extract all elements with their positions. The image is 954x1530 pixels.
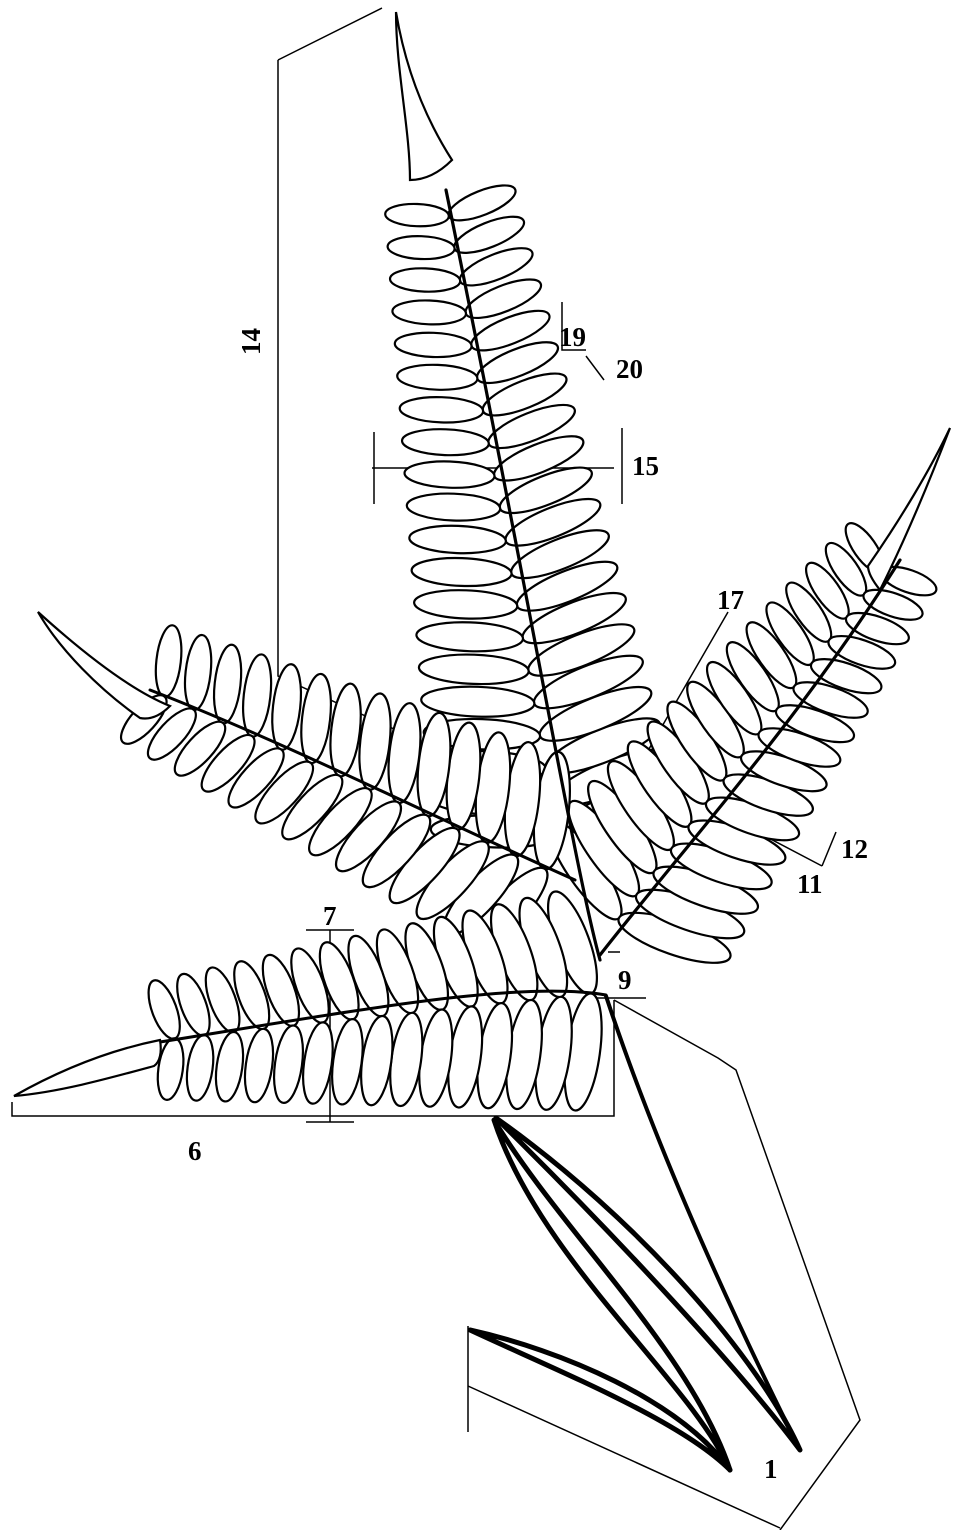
measure-line xyxy=(586,356,604,380)
central-right-leaflet xyxy=(406,492,500,522)
central-right-leaflet xyxy=(409,524,507,555)
label-19: 19 xyxy=(559,324,586,351)
bottom-lower-leaflet xyxy=(183,1033,217,1102)
measure-line xyxy=(278,8,382,60)
left-upper-leaflet xyxy=(268,663,305,751)
left-upper-leaflet xyxy=(181,634,214,712)
bottom-lower-leaflet xyxy=(212,1030,247,1103)
label-20: 20 xyxy=(616,356,643,383)
central-right-leaflet xyxy=(394,331,472,358)
pinnae-leaflets xyxy=(114,178,940,1112)
central-right-leaflet xyxy=(387,235,455,260)
central-right-leaflet xyxy=(411,556,512,587)
central-right-leaflet xyxy=(416,620,524,653)
central-right-leaflet xyxy=(418,653,529,686)
label-17: 17 xyxy=(717,587,744,614)
central-right-leaflet xyxy=(414,588,518,620)
measure-line xyxy=(468,1386,780,1528)
label-14: 14 xyxy=(238,328,265,355)
bottom-tip xyxy=(14,1040,161,1096)
label-9: 9 xyxy=(618,967,632,994)
central-right-leaflet xyxy=(402,428,490,457)
left-upper-leaflet xyxy=(152,624,184,698)
left-tip xyxy=(38,612,170,719)
measure-line xyxy=(822,832,836,866)
label-15: 15 xyxy=(632,453,659,480)
bottom-lower-leaflet xyxy=(241,1027,277,1104)
rachis-line xyxy=(606,996,800,1450)
central-right-leaflet xyxy=(404,460,495,489)
central-right-leaflet xyxy=(390,267,461,293)
right-tip xyxy=(868,428,950,590)
left-upper-leaflet xyxy=(297,672,335,764)
left-upper-leaflet xyxy=(239,653,275,738)
label-7: 7 xyxy=(323,903,337,930)
label-1: 1 xyxy=(764,1456,778,1483)
central-right-leaflet xyxy=(385,203,449,228)
label-6: 6 xyxy=(188,1138,202,1165)
bottom-lower-leaflet xyxy=(327,1017,367,1106)
label-12: 12 xyxy=(841,836,868,863)
bottom-lower-leaflet xyxy=(299,1020,338,1105)
bottom-lower-leaflet xyxy=(270,1024,307,1105)
central-right-leaflet xyxy=(399,396,483,424)
central-right-leaflet xyxy=(397,363,478,391)
label-11: 11 xyxy=(797,871,823,898)
central-tip xyxy=(396,12,452,180)
central-right-leaflet xyxy=(392,299,466,325)
left-upper-leaflet xyxy=(210,643,244,724)
